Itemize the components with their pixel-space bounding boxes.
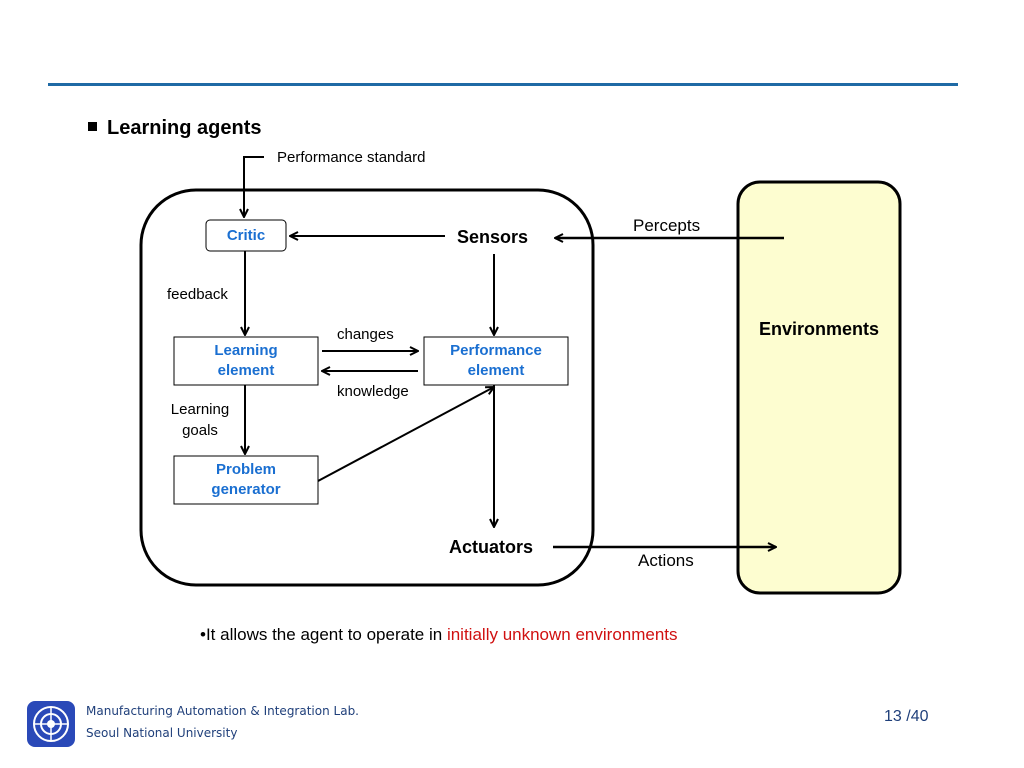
critic-node: Critic	[226, 226, 266, 244]
footer-lab-name: Manufacturing Automation & Integration L…	[86, 704, 359, 718]
performance-standard-label: Performance standard	[277, 149, 426, 166]
sensors-label: Sensors	[457, 227, 529, 247]
slide-title: Learning agents	[88, 117, 261, 140]
performance-standard-arrow	[244, 156, 264, 217]
summary-bullet: •It allows the agent to operate in initi…	[200, 625, 678, 644]
actions-label: Actions	[638, 551, 694, 570]
actuators-label: Actuators	[449, 537, 534, 557]
learning-goals-label: Learning goals	[170, 401, 230, 439]
environment-box	[736, 180, 902, 595]
square-bullet-icon	[88, 122, 97, 131]
changes-label: changes	[337, 326, 394, 343]
header-divider	[48, 83, 958, 86]
feedback-label: feedback	[167, 286, 228, 303]
page-number: 13 /40	[884, 708, 929, 725]
performance-element-node: Performance element	[450, 342, 542, 379]
footer-university: Seoul National University	[86, 726, 238, 740]
bullet-dot-icon: •	[200, 625, 206, 644]
knowledge-label: knowledge	[337, 383, 409, 400]
problem-generator-node: Problem generator	[211, 461, 281, 498]
university-emblem-icon	[27, 701, 75, 747]
percepts-label: Percepts	[633, 216, 701, 235]
problem-to-performance-arrow	[317, 387, 494, 482]
environments-label: Environments	[758, 319, 880, 339]
performance-element-box	[423, 336, 569, 386]
learning-element-node: Learning element	[214, 342, 278, 379]
agent-boundary	[139, 188, 595, 587]
